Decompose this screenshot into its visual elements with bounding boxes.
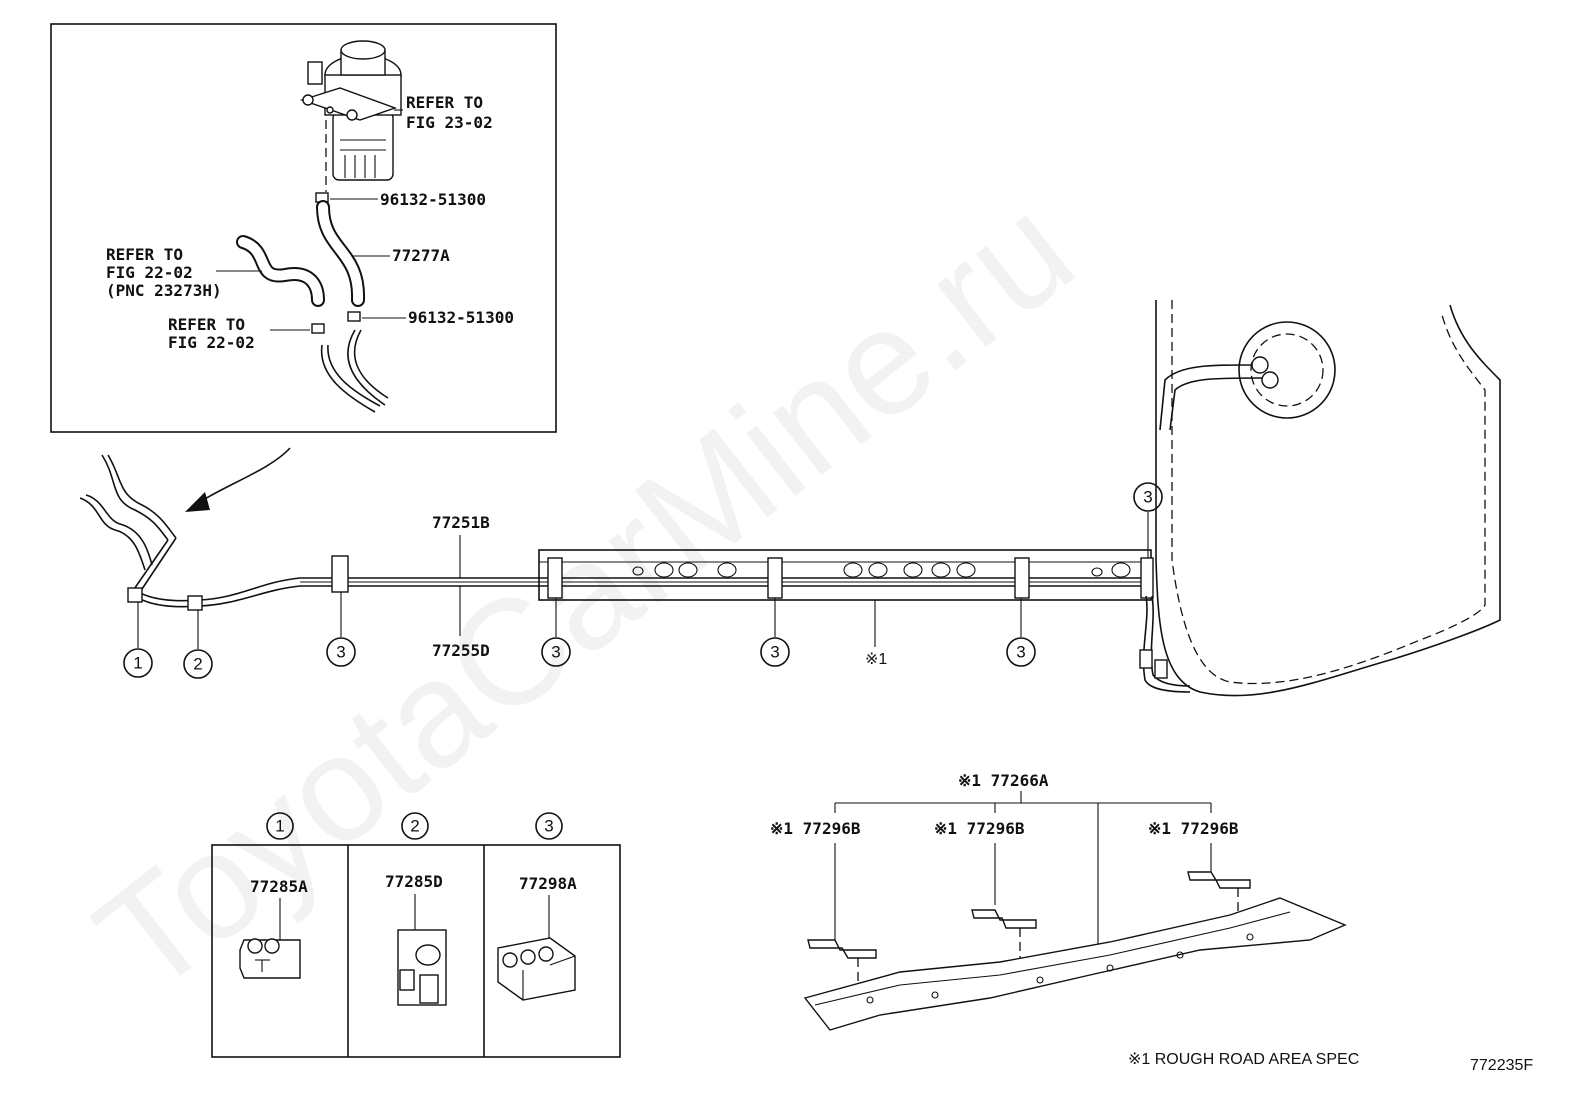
svg-text:2: 2 [193,655,202,674]
protector-assembly-label: ※1 77266A [958,771,1049,790]
hose-label: 77277A [392,246,450,265]
bracket-label-3: ※1 77296B [1148,819,1239,838]
tube-upper-label: 77251B [432,513,490,532]
inset-border [50,23,557,433]
callout-1: 1 [123,602,153,678]
bracket-icon-2 [971,909,1037,929]
fuel-filter-illustration [299,40,402,181]
bracket-icon-3 [1187,871,1251,889]
protector-assembly: ※1 77266A ※1 77296B ※1 77296B ※1 77296B [770,771,1347,1031]
pointer-arrow-icon [194,447,291,506]
clamp-2-icon [187,595,203,611]
lower-clamp-icon [347,311,361,322]
bracket-label-1: ※1 77296B [770,819,861,838]
clamp-part-77298A: 77298A [519,874,577,893]
clamp-table-col-3: 3 77298A [497,812,577,1001]
clamp-table-col-1: 1 77285A [239,812,308,979]
clamp-3c-icon [767,557,783,599]
clamp-table: 1 77285A 2 77285D [211,812,621,1058]
hose-icon [318,202,364,305]
clamp-part-77285D: 77285D [385,872,443,891]
callout-3a: 3 [326,592,356,667]
refer-fig-23-line1: REFER TO [406,93,483,112]
clip-77285a-icon [239,938,301,979]
tube-lower-label: 77255D [432,641,490,660]
inset-panel: REFER TO FIG 23-02 96132-51300 77277A RE… [50,23,557,433]
clamp-upper-label: 96132-51300 [380,190,486,209]
protector-plate-icon [803,897,1347,1031]
fuel-tank-outline [1155,300,1501,697]
watermark: ToyotaCarMine.ru [66,164,1102,1025]
clip-77285d-icon [397,929,447,1006]
svg-text:3: 3 [336,643,345,662]
refer-fig-22-line1: REFER TO [168,315,245,334]
rail-holes [632,562,1131,578]
clamp-3b-icon [547,557,563,599]
clamp-3e-icon [1140,557,1154,599]
clamp-table-col-2: 2 77285D [385,812,447,1006]
svg-text:1: 1 [275,817,284,836]
bracket-icon-1 [807,939,877,959]
clamp-3d-icon [1014,557,1030,599]
svg-text:3: 3 [551,643,560,662]
svg-text:2: 2 [410,817,419,836]
callout-3b: 3 [541,598,571,667]
refer-fig-22-line2: FIG 22-02 [168,333,255,352]
clamp-3a-icon [331,555,349,593]
callout-2: 2 [183,610,213,679]
refer-fig-22-pnc-line3: (PNC 23273H) [106,281,222,300]
svg-text:3: 3 [1016,643,1025,662]
clamp-lower-label: 96132-51300 [408,308,514,327]
svg-text:3: 3 [544,817,553,836]
figure-code: 772235F [1470,1057,1533,1074]
footnote-rough-road: ※1 ROUGH ROAD AREA SPEC [1128,1051,1359,1068]
clamp-part-77285A: 77285A [250,877,308,896]
svg-text:3: 3 [770,643,779,662]
clip-77298a-icon [497,937,576,1001]
bracket-label-2: ※1 77296B [934,819,1025,838]
callout-3e: 3 [1133,482,1163,558]
refer-fig-23-line2: FIG 23-02 [406,113,493,132]
callout-3d: 3 [1006,598,1036,667]
svg-text:3: 3 [1143,488,1152,507]
rough-road-mark: ※1 [865,651,887,668]
svg-text:1: 1 [133,654,142,673]
refer-fig-22-pnc-line1: REFER TO [106,245,183,264]
callout-3c: 3 [760,598,790,667]
refer-fig-22-pnc-line2: FIG 22-02 [106,263,193,282]
clamp-1-icon [127,587,143,603]
